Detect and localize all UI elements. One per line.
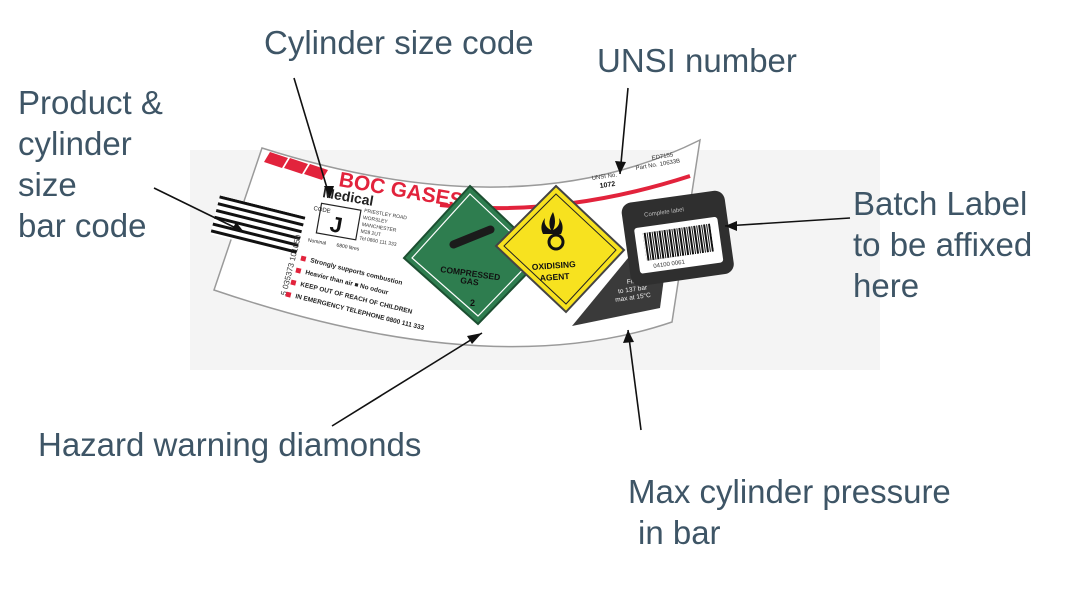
leader-bar-code: [153, 187, 245, 233]
unsi-caption: UNSI No.: [591, 172, 617, 182]
leader-unsi-number: [619, 87, 629, 175]
callout-max-pressure-line1: Max cylinder pressure: [628, 473, 951, 510]
unsi-value: 1072: [599, 181, 616, 190]
leader-lines: [153, 77, 851, 431]
part-caption: Part No.: [635, 162, 658, 172]
top-number: ED7155: [651, 152, 674, 162]
leader-batch-label: [724, 217, 851, 227]
arrow-heads: [232, 161, 737, 344]
compressed-gas-diamond: COMPRESSED GAS 2: [402, 184, 546, 326]
leader-max-pressure: [627, 329, 642, 431]
batch-barcode: [642, 223, 714, 261]
callout-product-bar-code: Product & cylinder size bar code: [18, 84, 163, 244]
batch-barcode-number: 04100 0061: [653, 259, 686, 269]
callout-unsi-number: UNSI number: [597, 42, 797, 79]
code-letter: J: [328, 211, 344, 238]
callout-max-pressure: Max cylinder pressure in bar: [628, 430, 951, 594]
yellow-diamond-line2: AGENT: [539, 271, 570, 283]
flame-over-circle-icon: [541, 212, 565, 251]
green-diamond-class: 2: [470, 298, 475, 308]
callout-batch-label: Batch Label to be affixed here: [853, 185, 1033, 304]
yellow-diamond-line1: OXIDISING: [531, 259, 576, 272]
callout-hazard-diamonds: Hazard warning diamonds: [38, 426, 422, 463]
product-bar-code: [210, 195, 306, 256]
leader-hazard-diamonds: [331, 332, 483, 427]
diagram-canvas: BOC GASES Medical CODE J Nominal 6800 li…: [153, 77, 880, 431]
arrowhead: [623, 330, 634, 343]
arrowhead: [467, 333, 482, 344]
batch-panel-title: Complete label: [644, 207, 684, 219]
batch-label-panel: Complete label 04100 0061: [621, 190, 734, 286]
volume-text: 6800 litres: [336, 243, 360, 253]
leader-cylinder-size-code: [293, 77, 331, 199]
oxidising-agent-diamond: OXIDISING AGENT: [494, 184, 626, 314]
arrowhead: [615, 161, 626, 174]
callout-cylinder-size-code: Cylinder size code: [264, 24, 534, 61]
arrowhead: [725, 221, 737, 231]
part-value: 10633B: [659, 158, 680, 168]
callout-max-pressure-line2: in bar: [638, 514, 721, 551]
arrowhead: [324, 186, 334, 198]
arrowhead: [232, 222, 244, 232]
nominal-text: Nominal: [307, 238, 326, 247]
green-diamond-line2: GAS: [460, 275, 480, 288]
cylinder-size-code-box: CODE J Nominal 6800 litres: [307, 202, 362, 253]
code-caption: CODE: [313, 206, 331, 215]
gas-cylinder-icon: [449, 225, 495, 249]
brand-stripes: [264, 152, 328, 180]
